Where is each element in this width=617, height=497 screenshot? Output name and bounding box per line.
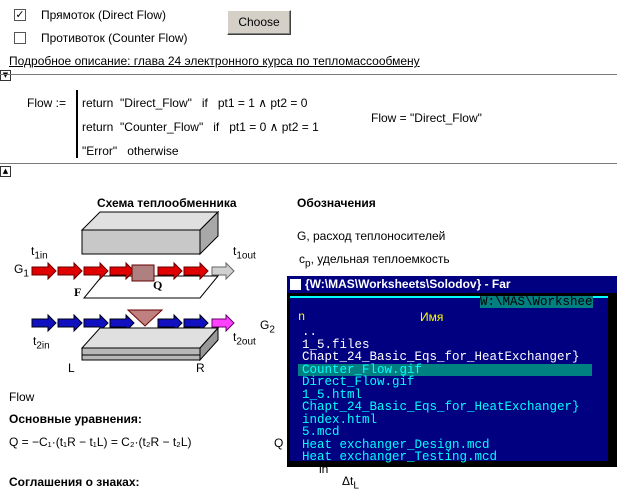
expand-arrow-icon[interactable]: ▲: [0, 166, 11, 177]
far-app-icon: [290, 279, 301, 290]
far-col-name: Имя: [420, 310, 444, 324]
notation-title: Обозначения: [297, 196, 376, 210]
far-file-item[interactable]: Direct_Flow.gif: [302, 375, 415, 389]
direct-flow-checkbox[interactable]: ✓: [14, 8, 26, 21]
far-file-panel[interactable]: W:\MAS\Workshee n Имя .. 1_5.files Chapt…: [290, 295, 608, 464]
dt-partial: ΔtL: [342, 474, 359, 492]
label-r: R: [196, 361, 205, 375]
far-path: W:\MAS\Workshee: [480, 295, 593, 309]
far-manager-window[interactable]: {W:\MAS\Worksheets\Solodov} - Far W:\MAS…: [287, 276, 617, 467]
choose-button[interactable]: Choose: [227, 10, 291, 35]
label-f: F: [74, 285, 82, 299]
flow-result: Flow = "Direct_Flow": [371, 111, 482, 125]
notation-g: G, расход теплоносителей: [297, 229, 446, 243]
program-row-2: return "Counter_Flow" if pt1 = 0 ∧ pt2 =…: [82, 120, 319, 134]
basic-equation: Q = −C₁·(t₁R − t₁L) = C₂·(t₂R − t₂L): [9, 435, 192, 449]
heat-exchanger-diagram: [31, 210, 235, 362]
far-file-item[interactable]: 1_5.files: [302, 337, 370, 352]
label-t1in: t1in: [31, 244, 48, 262]
label-g1: G1: [14, 262, 29, 280]
far-file-item[interactable]: 1_5.html: [302, 387, 363, 402]
far-file-item-selected[interactable]: Counter_Flow.gif: [298, 363, 592, 376]
far-file-item[interactable]: Heat exchanger_Testing.mcd: [302, 450, 498, 464]
program-row-1: return "Direct_Flow" if pt1 = 1 ∧ pt2 = …: [82, 96, 308, 110]
label-t1out: t1out: [233, 244, 256, 262]
region-separator-bottom: [0, 163, 617, 164]
description-link[interactable]: Подробное описание: глава 24 электронног…: [9, 54, 420, 68]
far-col-n: n: [298, 310, 306, 324]
program-row-3: "Error" otherwise: [82, 144, 179, 158]
far-file-item[interactable]: Chapt_24_Basic_Eqs_for_HeatExchanger}: [302, 350, 580, 364]
far-file-item[interactable]: Chapt_24_Basic_Eqs_for_HeatExchanger}: [302, 400, 580, 414]
sign-title: Соглашения о знаках:: [9, 475, 140, 489]
far-file-item[interactable]: ..: [302, 325, 318, 339]
far-title-bar[interactable]: {W:\MAS\Worksheets\Solodov} - Far: [287, 276, 617, 293]
q-partial: Q :: [274, 436, 291, 450]
flow-lhs: Flow :=: [27, 96, 67, 110]
counter-flow-label: Противоток (Counter Flow): [41, 31, 188, 45]
far-title-text: {W:\MAS\Worksheets\Solodov} - Far: [305, 277, 511, 291]
direct-flow-label: Прямоток (Direct Flow): [41, 8, 166, 22]
label-g2: G2: [260, 318, 275, 336]
label-l: L: [68, 361, 75, 375]
region-separator-top: [0, 74, 617, 75]
label-t2out: t2out: [233, 330, 256, 348]
program-bar: [76, 90, 78, 158]
label-t2in: t2in: [33, 334, 50, 352]
far-file-item[interactable]: 5.mcd: [302, 425, 340, 439]
ln-partial: ln: [319, 462, 329, 476]
far-file-item[interactable]: index.html: [302, 412, 378, 427]
far-panel-border: [290, 296, 608, 300]
counter-flow-checkbox[interactable]: [14, 32, 26, 44]
far-file-item[interactable]: Heat exchanger_Design.mcd: [302, 437, 490, 452]
basic-eq-title: Основные уравнения:: [9, 412, 142, 426]
notation-cp: cp, удельная теплоемкость: [299, 252, 450, 270]
flow-label: Flow: [9, 390, 35, 404]
diagram-title: Схема теплообменника: [97, 196, 237, 210]
collapse-arrow-icon[interactable]: ▼: [0, 70, 11, 81]
label-q: Q: [153, 278, 163, 292]
